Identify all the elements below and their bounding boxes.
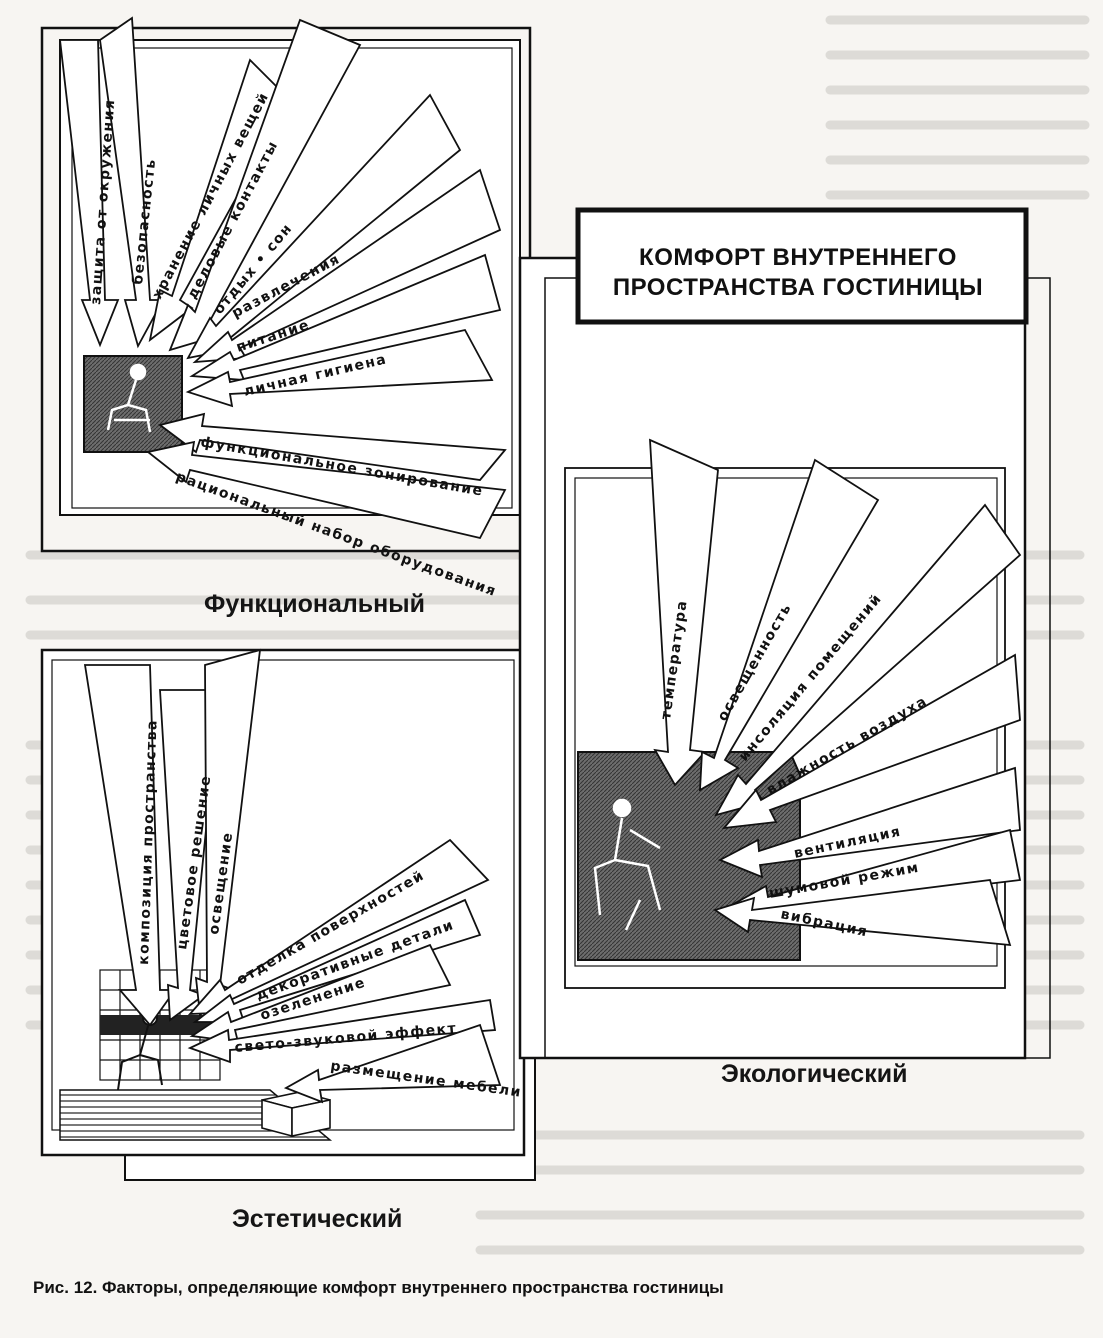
arrow-illumination	[699, 458, 880, 792]
title-box	[575, 207, 1029, 325]
wall-stripe	[100, 1015, 220, 1035]
functional-heading: Функциональный	[204, 590, 425, 618]
aesthetic-arrows	[83, 648, 502, 1104]
ecological-heading: Экологический	[721, 1060, 908, 1088]
ecological-arrows	[649, 438, 1022, 947]
arrow-protection	[58, 39, 120, 348]
arrow-furniture	[283, 1023, 502, 1104]
seated-figure-icon	[106, 363, 152, 433]
arrow-light-sound	[187, 998, 497, 1064]
arrow-equipment	[145, 440, 507, 540]
title-text: КОМФОРТ ВНУТРЕННЕГО ПРОСТРАНСТВА ГОСТИНИ…	[588, 243, 1008, 303]
arrow-business	[168, 18, 362, 352]
arrow-hygiene	[185, 328, 494, 408]
title-line-2: ПРОСТРАНСТВА ГОСТИНИЦЫ	[612, 274, 984, 301]
functional-panel	[40, 16, 532, 553]
arrow-temperature	[649, 438, 719, 787]
seated-figure-icon	[593, 798, 662, 931]
aesthetic-heading: Эстетический	[232, 1205, 403, 1233]
arrow-zoning	[157, 412, 507, 481]
title-line-1: КОМФОРТ ВНУТРЕННЕГО	[639, 244, 957, 271]
arrow-security	[99, 16, 165, 349]
arrow-vibration	[712, 879, 1012, 947]
arrow-humidity	[721, 653, 1021, 830]
arrow-composition	[83, 664, 177, 1027]
figure-caption: Рис. 12. Факторы, определяющие комфорт в…	[33, 1278, 724, 1297]
ecological-panel	[518, 256, 1051, 1060]
functional-arrows	[58, 16, 507, 540]
arrow-ventilation	[717, 766, 1021, 879]
aesthetic-panel	[40, 648, 536, 1181]
furniture-box-icon	[261, 1091, 331, 1138]
